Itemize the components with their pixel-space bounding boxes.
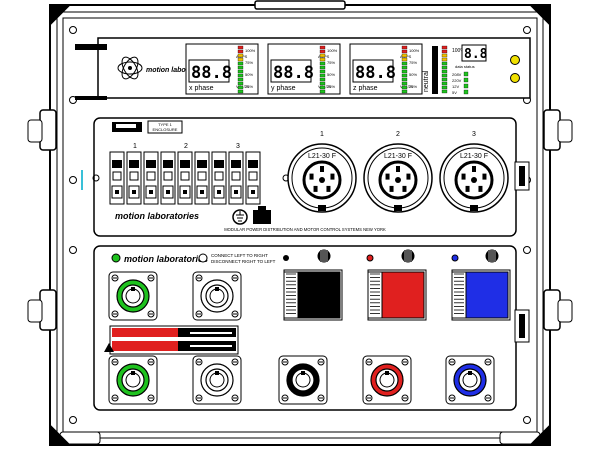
scale-tick: 50% bbox=[409, 72, 417, 77]
scale-tick: 100% bbox=[245, 48, 256, 53]
neutral-label: neutral bbox=[423, 70, 430, 92]
indicator-lamp-1 bbox=[510, 55, 520, 65]
receptacle-type: L21-30 F bbox=[460, 153, 488, 160]
circuit-breaker-3[interactable] bbox=[143, 151, 159, 205]
blue-camlock-connector-7[interactable] bbox=[445, 355, 495, 405]
circuit-breaker-5[interactable] bbox=[177, 151, 193, 205]
status-readout: 8.8 bbox=[464, 47, 488, 62]
circuit-breaker-7[interactable] bbox=[211, 151, 227, 205]
phase-label: y phase bbox=[271, 85, 296, 92]
red-led bbox=[366, 254, 374, 262]
phase-readout: 88.8 bbox=[355, 63, 396, 83]
voltage-led bbox=[463, 77, 469, 83]
scale-tick: 25% bbox=[245, 84, 253, 89]
scale-tick: 75% bbox=[245, 60, 253, 65]
neutral-bar bbox=[441, 45, 448, 94]
voltage-tick: 12V bbox=[452, 84, 459, 89]
circuit-breaker-8[interactable] bbox=[228, 151, 244, 205]
level-bar bbox=[319, 45, 326, 94]
phase-label: z phase bbox=[353, 85, 378, 92]
black-led bbox=[283, 255, 289, 261]
brand-name: motion laboratories bbox=[146, 67, 211, 74]
blue-multipin-connector[interactable] bbox=[451, 249, 511, 321]
circuit-breaker-2[interactable] bbox=[126, 151, 142, 205]
voltage-tick: 220V bbox=[452, 78, 462, 83]
voltage-led bbox=[463, 89, 469, 95]
warning-label bbox=[104, 325, 239, 355]
scale-tick: 100% bbox=[409, 48, 420, 53]
scale-tick: 50% bbox=[245, 72, 253, 77]
brand-logo: motion laboratories bbox=[117, 56, 211, 80]
scale-tick: 75% bbox=[409, 60, 417, 65]
scale-tick: 50% bbox=[327, 72, 335, 77]
phase-readout: 88.8 bbox=[273, 63, 314, 83]
receptacle-type: L21-30 F bbox=[308, 153, 336, 160]
ground-symbol bbox=[232, 206, 271, 225]
brand-text-bottom: motion laboratories bbox=[124, 254, 208, 264]
receptacle-number: 2 bbox=[396, 131, 400, 138]
white-camlock-connector-2[interactable] bbox=[192, 271, 242, 321]
circuit-breaker-1[interactable] bbox=[109, 151, 125, 205]
voltage-tick: 5V bbox=[452, 90, 457, 95]
circuit-breaker-6[interactable] bbox=[194, 151, 210, 205]
phase-label: x phase bbox=[189, 85, 214, 92]
status-caption: data status bbox=[455, 64, 475, 69]
meter-panel: motion laboratories 88.8AMPSVOLTSx phase… bbox=[75, 37, 531, 100]
breaker-group-label: 3 bbox=[236, 143, 240, 150]
phase-readout: 88.8 bbox=[191, 63, 232, 83]
receptacle-number: 3 bbox=[472, 131, 476, 138]
scale-tick: 75% bbox=[327, 60, 335, 65]
scale-tick: 100% bbox=[327, 48, 338, 53]
neutral-meter: neutral bbox=[423, 45, 448, 94]
rack-case bbox=[27, 0, 573, 446]
indicator-lamp-2 bbox=[510, 73, 520, 83]
red-multipin-connector[interactable] bbox=[367, 249, 427, 321]
scale-tick: 25% bbox=[327, 84, 335, 89]
green-camlock-connector-3[interactable] bbox=[108, 355, 158, 405]
voltage-led bbox=[463, 83, 469, 89]
green-led bbox=[111, 253, 121, 263]
scale-100: 100% bbox=[452, 48, 465, 54]
panel-footer: MODULAR POWER DISTRIBUTION AND MOTOR CON… bbox=[224, 227, 386, 232]
voltage-led bbox=[463, 71, 469, 77]
circuit-breaker-4[interactable] bbox=[160, 151, 176, 205]
tag-line-1: TYPE 1 bbox=[158, 122, 173, 127]
breaker-group-label: 1 bbox=[133, 143, 137, 150]
white-camlock-connector-4[interactable] bbox=[192, 355, 242, 405]
black-multipin-connector[interactable] bbox=[283, 249, 343, 321]
voltage-tick: 208V bbox=[452, 72, 462, 77]
disconnect-instruction: DISCONNECT RIGHT TO LEFT bbox=[211, 259, 276, 264]
circuit-breaker-9[interactable] bbox=[245, 151, 261, 205]
green-camlock-connector-1[interactable] bbox=[108, 271, 158, 321]
connect-instruction: CONNECT LEFT TO RIGHT bbox=[211, 253, 268, 258]
connector-panel: motion laboratories CONNECT LEFT TO RIGH… bbox=[93, 245, 530, 411]
scale-tick: 25% bbox=[409, 84, 417, 89]
level-bar bbox=[237, 45, 244, 94]
distribution-panel: TYPE 1 ENCLOSURE 1 2 3 motion laboratories… bbox=[81, 117, 530, 237]
brand-text-mid: motion laboratories bbox=[115, 211, 199, 221]
receptacle-type: L21-30 F bbox=[384, 153, 412, 160]
level-bar bbox=[401, 45, 408, 94]
receptacle-number: 1 bbox=[320, 131, 324, 138]
blue-led bbox=[451, 254, 459, 262]
red-camlock-connector-6[interactable] bbox=[362, 355, 412, 405]
breaker-group-label: 2 bbox=[184, 143, 188, 150]
black-camlock-connector-5[interactable] bbox=[278, 355, 328, 405]
tag-line-2: ENCLOSURE bbox=[153, 127, 178, 132]
